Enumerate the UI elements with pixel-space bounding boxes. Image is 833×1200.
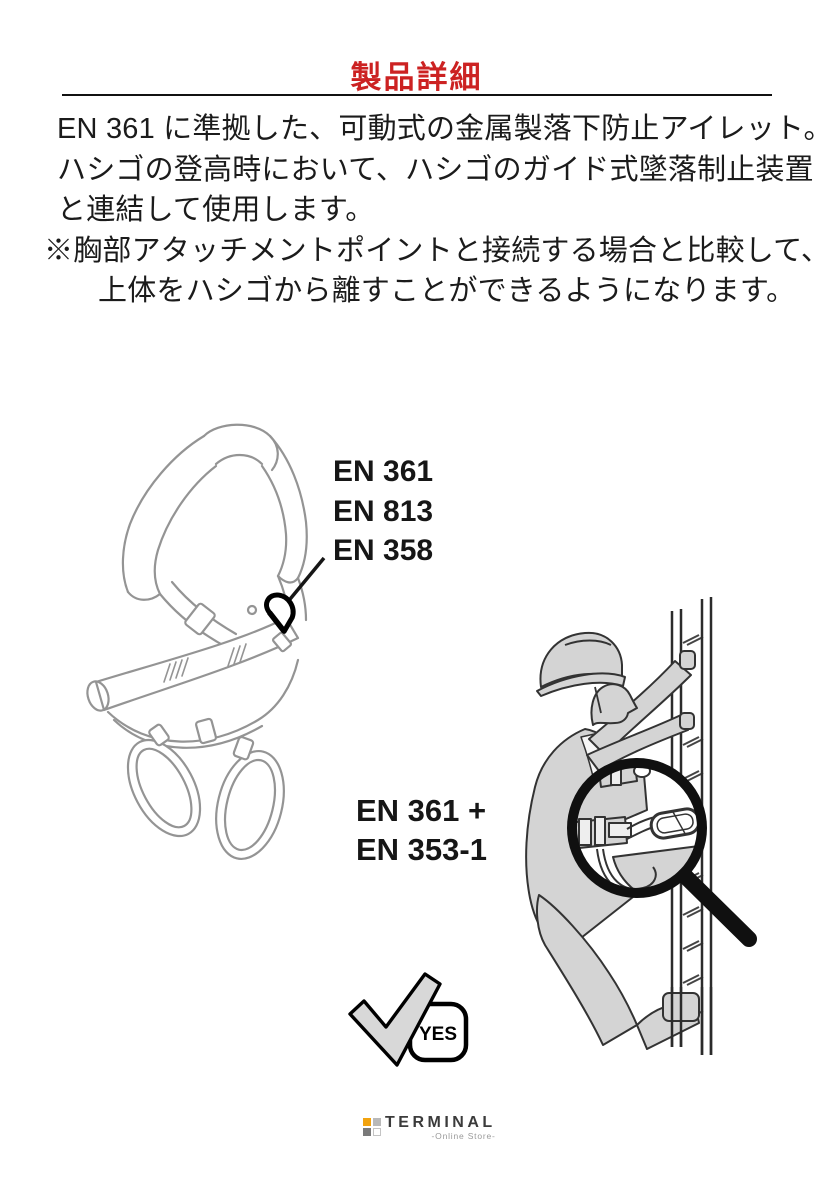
checkmark-icon [348, 972, 442, 1067]
description-line: EN 361 に準拠した、可動式の金属製落下防止アイレット。 [57, 113, 833, 145]
brand-name: TERMINAL [385, 1114, 496, 1131]
description-line: ハシゴの登高時において、ハシゴのガイド式墜落制止装置 [57, 153, 814, 186]
face [590, 683, 638, 726]
standards-labels-ladder: EN 361 + EN 353-1 [356, 791, 487, 869]
standards-labels-hip: EN 361 EN 813 EN 358 [333, 452, 433, 571]
hand [679, 712, 695, 730]
check-yes-graphic: YES [348, 972, 469, 1067]
brand-tagline: -Online Store- [431, 1131, 496, 1141]
carabiner-icon [649, 807, 701, 840]
description-line: 上体をハシゴから離すことができるようになります。 [98, 275, 796, 307]
chin-strap [594, 686, 602, 714]
yes-label: YES [419, 1024, 457, 1045]
page-title: 製品詳細 [350, 60, 483, 95]
pointer-line [284, 556, 326, 606]
magnifier-handle [677, 868, 757, 947]
harness-illustration [86, 423, 326, 861]
logo-squares-icon [363, 1118, 381, 1136]
description-line: ※胸部アタッチメントポイントと接続する場合と比較して、 [44, 234, 831, 267]
standard-label: EN 813 [333, 494, 434, 528]
description-line: と連結して使用します。 [57, 194, 375, 226]
standard-label: EN 361 [333, 455, 434, 488]
standard-label: EN 361 + [356, 793, 487, 828]
helmet-brim [536, 672, 626, 697]
helmet-vent [564, 639, 612, 646]
brand-logo: TERMINAL -Online Store- [363, 1115, 496, 1141]
product-description: EN 361 に準拠した、可動式の金属製落下防止アイレット。 ハシゴの登高時にお… [44, 109, 833, 312]
climber-illustration [525, 597, 757, 1055]
standard-label: EN 358 [333, 534, 434, 567]
title-divider [62, 94, 772, 96]
standard-label: EN 353-1 [356, 832, 487, 867]
magnifier-icon [567, 758, 757, 947]
d-ring-icon [264, 592, 296, 634]
hand [679, 650, 696, 670]
